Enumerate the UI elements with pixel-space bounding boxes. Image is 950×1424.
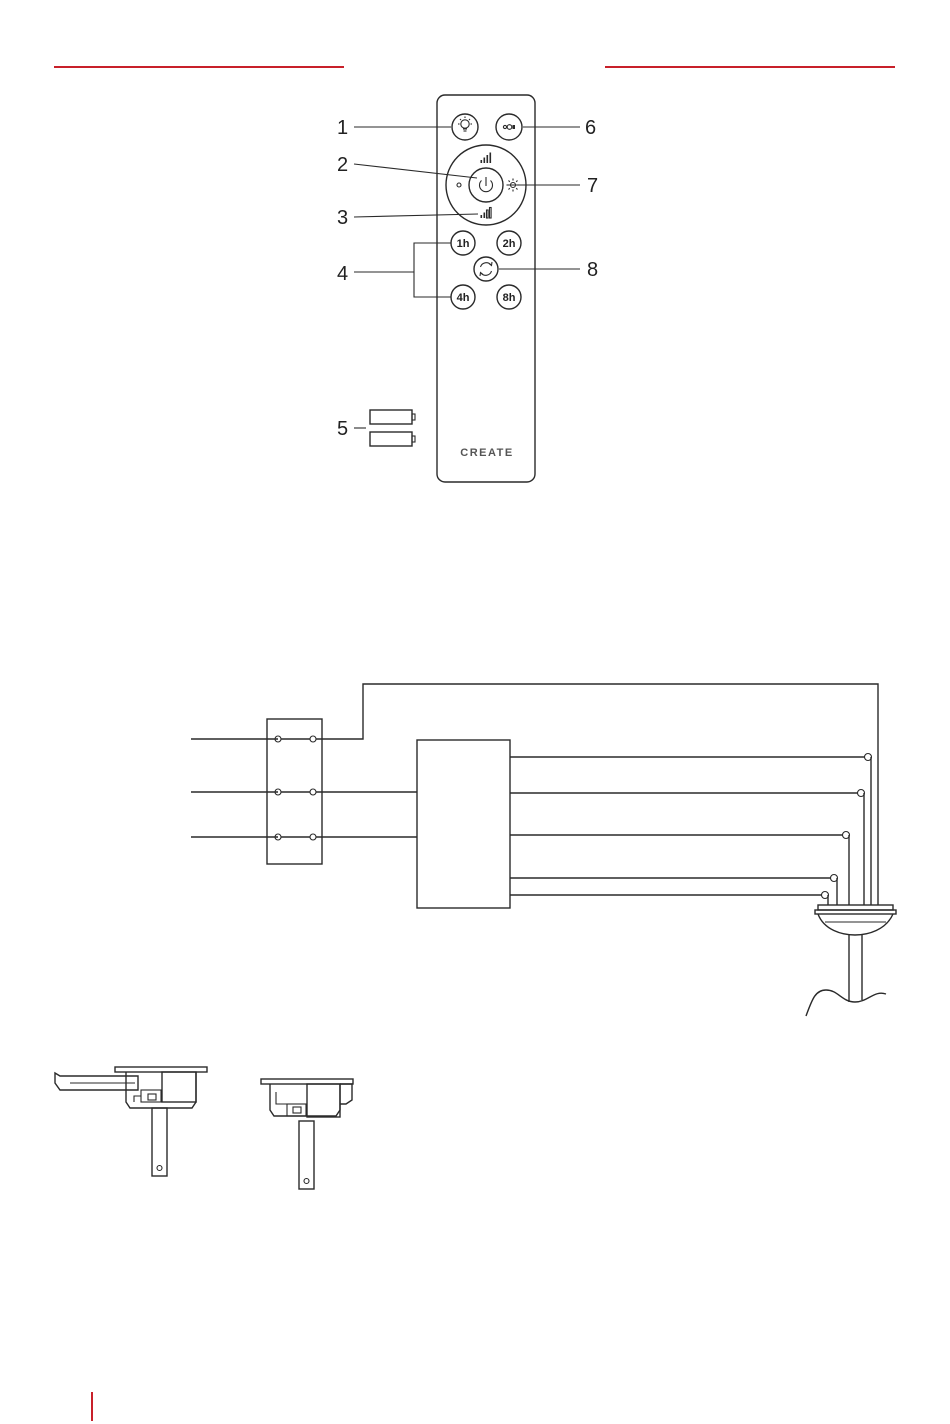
power-icon (480, 177, 493, 192)
callout-1: 1 (337, 117, 348, 139)
callout-4: 4 (337, 263, 348, 285)
reverse-button (474, 257, 498, 281)
callout-2: 2 (337, 154, 348, 176)
mode-button (496, 114, 522, 140)
toggle-icon (503, 125, 515, 130)
remote-control-diagram: 1h 2h 4h 8h CREATE (337, 95, 598, 482)
dim-dot-icon (457, 183, 461, 187)
callout-6: 6 (585, 117, 596, 139)
brand-logo: CREATE (460, 447, 513, 459)
rotate-arrows-icon (480, 262, 492, 276)
timer-2h-button: 2h (497, 231, 521, 255)
wiring-diagram (191, 684, 896, 1016)
callout-8: 8 (587, 259, 598, 281)
remote-body (437, 95, 535, 482)
light-button (452, 114, 478, 140)
battery-icon (370, 410, 415, 446)
callout-3: 3 (337, 207, 348, 229)
fan-canopy (806, 905, 896, 1016)
bracket-right (261, 1079, 353, 1189)
signal-bars-down-icon (481, 208, 492, 219)
signal-bars-icon (481, 153, 492, 164)
receiver-output-wires (510, 754, 872, 906)
timer-1h-button: 1h (451, 231, 475, 255)
timer-1h-label: 1h (457, 238, 470, 250)
timer-2h-label: 2h (503, 238, 516, 250)
terminal-connectors (275, 736, 316, 840)
callout-7: 7 (587, 175, 598, 197)
bracket-left (55, 1067, 207, 1176)
callout-5: 5 (337, 418, 348, 440)
timer-4h-label: 4h (457, 292, 470, 304)
timer-8h-label: 8h (503, 292, 516, 304)
page-marker (91, 1392, 93, 1421)
receiver-box (417, 740, 510, 908)
timer-4h-button: 4h (451, 285, 475, 309)
timer-8h-button: 8h (497, 285, 521, 309)
lightbulb-icon (458, 117, 472, 132)
